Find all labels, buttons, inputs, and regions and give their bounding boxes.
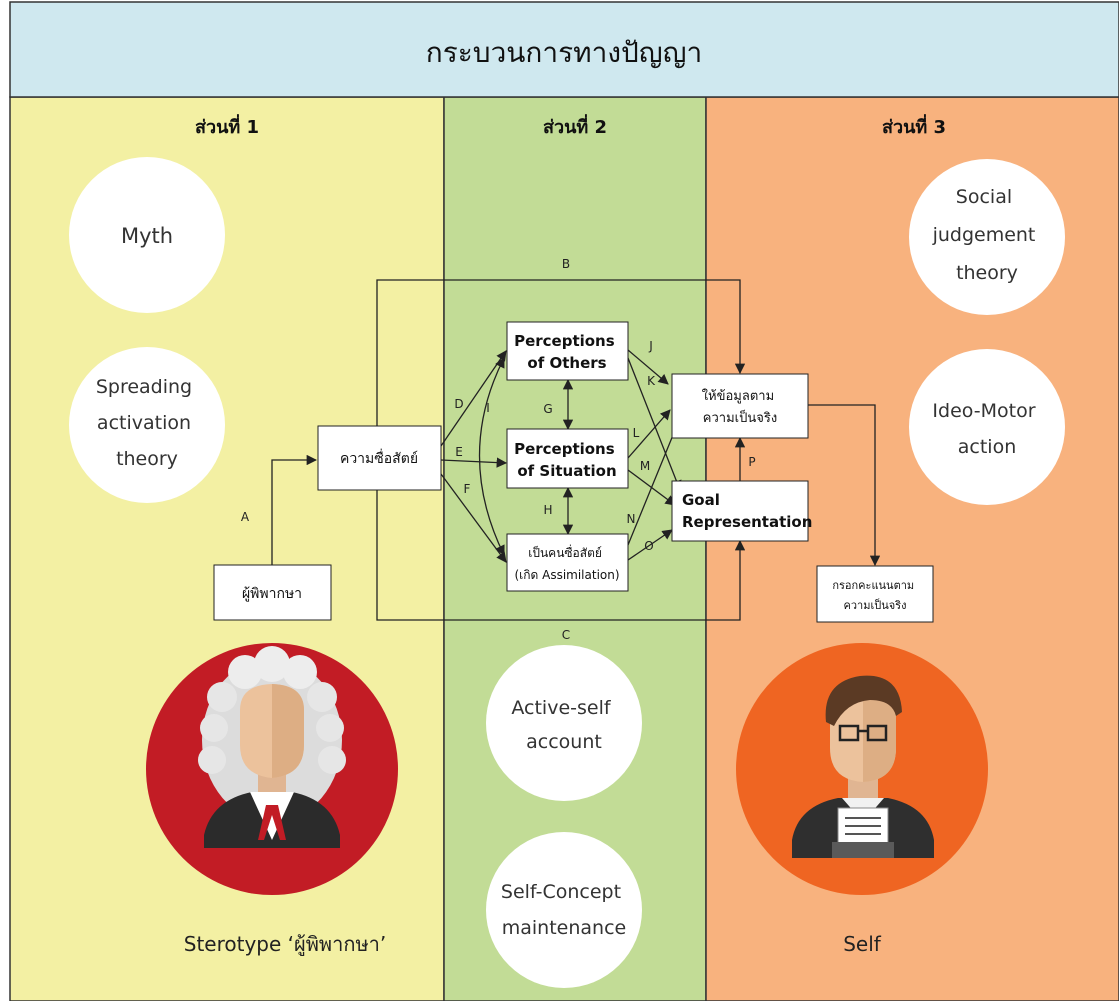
self-caption: Self xyxy=(843,932,882,956)
box-honesty-text: ความซื่อสัตย์ xyxy=(340,449,418,467)
social-line-3: theory xyxy=(956,262,1018,284)
honest-person-line-1: เป็นคนซื่อสัตย์ xyxy=(528,544,602,560)
perc-others-line-1: Perceptions xyxy=(514,332,615,350)
svg-text:เป็นคนซื่อสัตย์ (เกิด As: เป็นคนซื่อสัตย์ (เกิด Assimilation) xyxy=(514,544,619,582)
fill-score-line-1: กรอกคะแนนตาม xyxy=(832,579,914,592)
edge-label-j: J xyxy=(648,339,653,353)
svg-text:ผู้พิพากษา: ผู้พิพากษา xyxy=(242,586,302,602)
box-fill-score: กรอกคะแนนตาม ความเป็นจริง xyxy=(816,565,934,623)
svg-text:Self-Concept maintenance: Self-Concept maintenance xyxy=(501,881,627,939)
self-concept-line-1: Self-Concept xyxy=(501,881,621,903)
edge-k xyxy=(627,357,682,491)
edge-label-n: N xyxy=(627,512,636,526)
diagram-title: กระบวนการทางปัญญา xyxy=(426,36,702,69)
svg-text:Goal Representation: Goal Representation xyxy=(682,491,812,531)
social-line-1: Social xyxy=(956,186,1012,208)
svg-text:Perceptions of Situation: Perceptions of Situation xyxy=(514,440,620,480)
ideo-line-2: action xyxy=(958,436,1016,458)
svg-text:Myth: Myth xyxy=(121,224,173,248)
edge-label-o: O xyxy=(644,539,653,553)
circle-self-concept: Self-Concept maintenance xyxy=(486,832,642,988)
panel-2-heading: ส่วนที่ 2 xyxy=(543,114,607,138)
goal-line-1: Goal xyxy=(682,491,720,509)
edge-label-p: P xyxy=(748,455,755,469)
circle-active-self: Active-self account xyxy=(486,645,642,801)
svg-text:Ideo-Motor action: Ideo-Motor action xyxy=(932,400,1041,458)
circle-myth: Myth xyxy=(69,157,225,313)
edge-o xyxy=(627,529,673,561)
judge-caption: Sterotype ‘ผู้พิพากษา’ xyxy=(184,932,386,957)
social-line-2: judgement xyxy=(932,224,1036,246)
edges xyxy=(271,279,881,621)
edge-j xyxy=(627,349,669,385)
goal-line-2: Representation xyxy=(682,513,812,531)
perc-situation-line-1: Perceptions xyxy=(514,440,615,458)
edge-b xyxy=(376,279,746,426)
edge-a xyxy=(271,454,318,565)
panel-3-heading: ส่วนที่ 3 xyxy=(882,114,946,138)
active-self-line-2: account xyxy=(526,731,602,753)
edge-label-d: D xyxy=(454,397,463,411)
edge-label-a: A xyxy=(241,510,250,524)
spreading-line-2: activation xyxy=(97,412,191,434)
active-self-line-1: Active-self xyxy=(511,697,611,719)
edge-label-i: I xyxy=(486,401,490,415)
box-perceptions-situation: Perceptions of Situation xyxy=(506,428,629,489)
circle-spreading-activation: Spreading activation theory xyxy=(69,347,225,503)
box-honesty: ความซื่อสัตย์ xyxy=(317,425,442,491)
myth-line-1: Myth xyxy=(121,224,173,248)
svg-text:ความซื่อสัตย์: ความซื่อสัตย์ xyxy=(340,449,418,467)
fill-score-line-2: ความเป็นจริง xyxy=(844,598,907,612)
edge-l xyxy=(627,409,671,459)
edge-to-score xyxy=(808,404,881,567)
svg-text:Spreading activation: Spreading activation theory xyxy=(96,376,198,470)
box-goal-representation: Goal Representation xyxy=(671,480,812,542)
edge-c xyxy=(376,490,746,621)
give-info-line-1: ให้ข้อมูลตาม xyxy=(702,388,774,404)
svg-text:Perceptions of Others: Perceptions of Others xyxy=(514,332,620,372)
edge-label-e: E xyxy=(455,445,463,459)
give-info-line-2: ความเป็นจริง xyxy=(703,408,777,426)
svg-text:Active-self account: Active-self account xyxy=(511,697,616,753)
edge-label-h: H xyxy=(543,503,552,517)
box-judge-text: ผู้พิพากษา xyxy=(242,586,302,602)
perc-situation-line-2: of Situation xyxy=(517,462,616,480)
edge-label-g: G xyxy=(543,402,552,416)
edge-label-b: B xyxy=(562,257,570,271)
edge-i xyxy=(478,357,505,556)
box-perceptions-others: Perceptions of Others xyxy=(506,321,629,381)
box-judge: ผู้พิพากษา xyxy=(213,564,332,621)
box-give-info: ให้ข้อมูลตาม ความเป็นจริง xyxy=(671,373,809,439)
self-avatar-icon xyxy=(736,643,988,895)
edge-label-k: K xyxy=(647,374,656,388)
ideo-line-1: Ideo-Motor xyxy=(932,400,1035,422)
judge-avatar-icon xyxy=(146,643,398,895)
edge-label-c: C xyxy=(562,628,570,642)
svg-text:Social judgement t: Social judgement theory xyxy=(932,186,1042,284)
circle-ideo-motor: Ideo-Motor action xyxy=(909,349,1065,505)
self-concept-line-2: maintenance xyxy=(502,917,626,939)
svg-text:กรอกคะแนนตาม ความเป็นจริ: กรอกคะแนนตาม ความเป็นจริง xyxy=(832,579,917,612)
spreading-line-3: theory xyxy=(116,448,178,470)
edge-label-l: L xyxy=(633,426,640,440)
svg-text:ให้ข้อมูลตาม ความเป็นจริ: ให้ข้อมูลตาม ความเป็นจริง xyxy=(702,388,779,426)
circle-social-judgement: Social judgement theory xyxy=(909,159,1065,315)
perc-others-line-2: of Others xyxy=(527,354,606,372)
panel-1-heading: ส่วนที่ 1 xyxy=(195,114,259,138)
edge-n xyxy=(627,417,682,546)
edge-labels: A B C D E F G H I J K L M N O P xyxy=(241,257,756,642)
edge-label-f: F xyxy=(464,482,471,496)
honest-person-line-2: (เกิด Assimilation) xyxy=(514,568,619,582)
edge-label-m: M xyxy=(640,459,650,473)
title-bar xyxy=(9,1,1119,98)
spreading-line-1: Spreading xyxy=(96,376,192,398)
box-honest-person: เป็นคนซื่อสัตย์ (เกิด Assimilation) xyxy=(506,533,629,592)
